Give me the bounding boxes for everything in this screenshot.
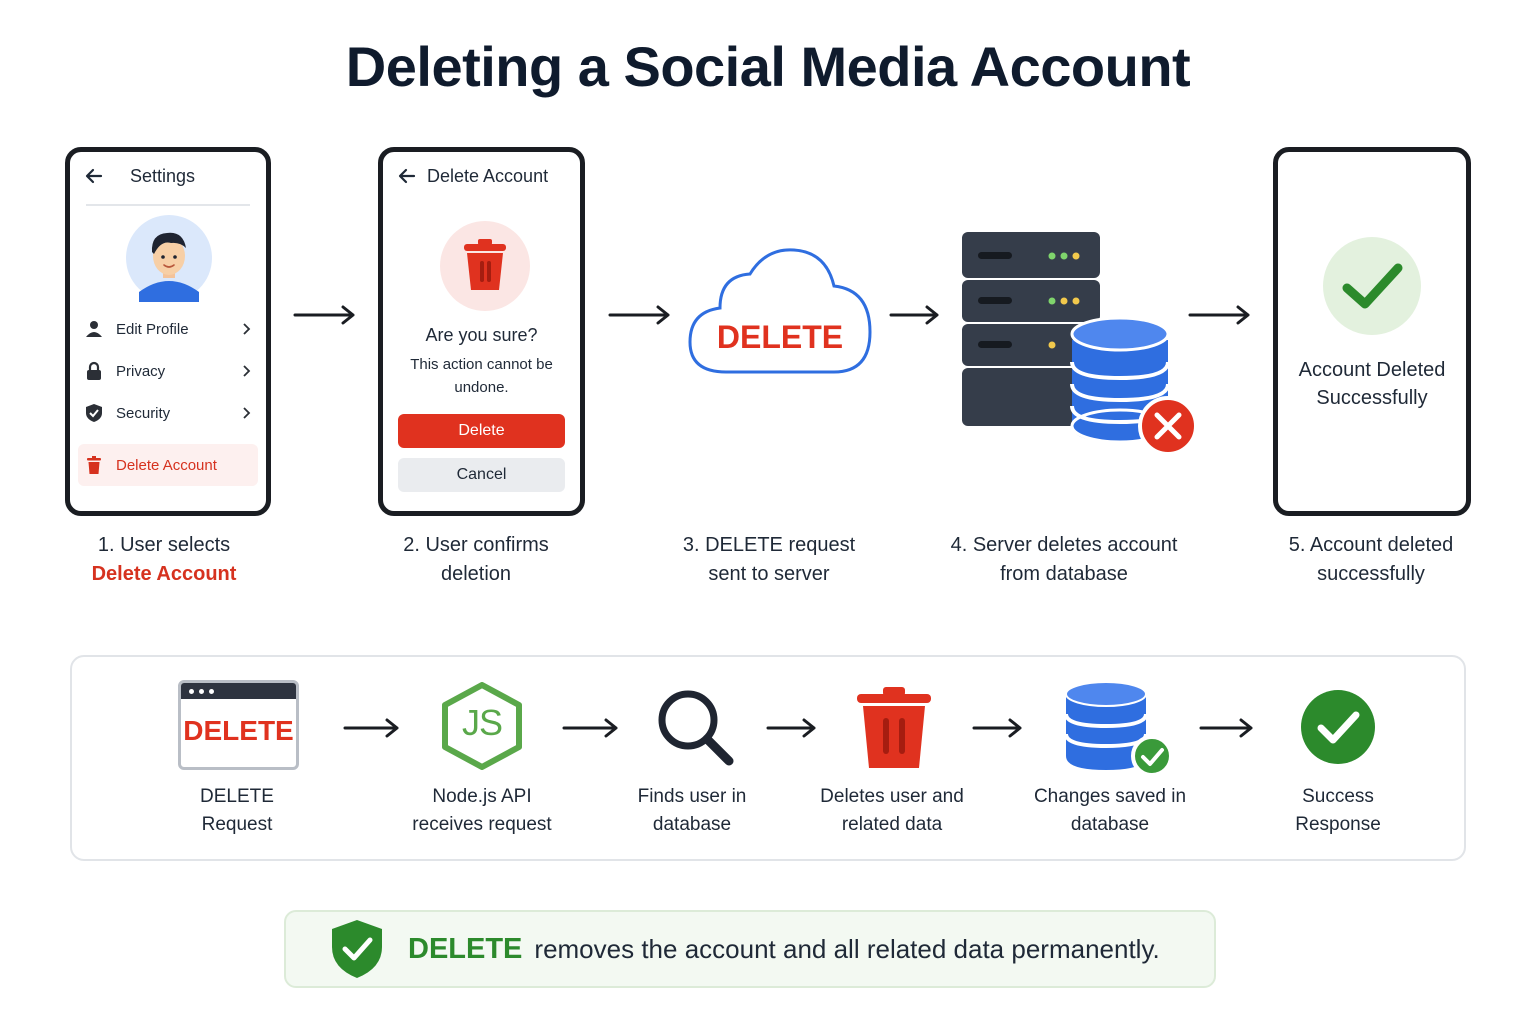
step-2-caption: 2. User confirms deletion (403, 534, 549, 585)
server-rack (962, 232, 1100, 426)
menu-item-label: Security (116, 404, 171, 422)
arrow-right-icon (972, 718, 1022, 738)
menu-item-edit-profile[interactable]: Edit Profile (84, 309, 252, 349)
header-divider (86, 204, 250, 206)
server-database-icon (962, 232, 1198, 456)
flow-caption-nodejs-api: Node.js API receives request (412, 786, 552, 835)
page-title: Deleting a Social Media Account (345, 35, 1191, 98)
database-check-icon (1064, 681, 1173, 776)
arrow-right-icon (562, 718, 618, 738)
back-arrow-icon[interactable] (84, 166, 104, 186)
step-4-caption: 4. Server deletes account from database (950, 534, 1178, 585)
arrow-right-icon (1188, 305, 1250, 325)
trash-icon (440, 221, 530, 311)
confirm-phone: Delete Account Are you sure? This action… (378, 147, 585, 516)
step-1-highlight: Delete Account (91, 563, 237, 585)
confirm-header: Delete Account (383, 152, 580, 200)
trash-icon (87, 456, 101, 474)
confirm-warning: This action cannot be undone. (410, 356, 553, 396)
browser-window-icon: DELETE (178, 680, 299, 770)
shield-check-icon (332, 920, 382, 978)
step-1-caption: 1. User selects Delete Account (48, 531, 280, 589)
settings-header: Settings (70, 152, 266, 200)
arrow-right-icon (766, 718, 816, 738)
menu-item-privacy[interactable]: Privacy (84, 351, 252, 391)
browser-titlebar (181, 683, 296, 699)
arrow-right-icon (1199, 718, 1253, 738)
user-avatar[interactable] (125, 214, 213, 302)
cloud-icon (688, 248, 872, 374)
step-1-text: 1. User selects (97, 534, 231, 556)
flow-caption-delete-request: DELETE Request (200, 786, 274, 835)
confirm-question: Are you sure? (425, 325, 538, 345)
chevron-right-icon (243, 323, 251, 335)
arrow-right-icon (293, 305, 355, 325)
arrow-right-icon (343, 718, 399, 738)
delete-button[interactable]: Delete (398, 414, 565, 448)
flow-caption-changes-saved: Changes saved in database (1033, 786, 1187, 835)
browser-delete-label: DELETE (183, 715, 294, 746)
cloud-delete-label: DELETE (716, 319, 844, 355)
arrow-right-icon (608, 305, 670, 325)
back-arrow-icon[interactable] (397, 166, 417, 186)
confirm-title: Delete Account (427, 165, 549, 186)
cancel-button[interactable]: Cancel (398, 458, 565, 492)
arrow-right-icon (889, 305, 939, 325)
error-x-icon (1138, 396, 1198, 456)
magnifier-icon (658, 690, 734, 766)
note-text: removes the account and all related data… (534, 933, 1160, 964)
flow-caption-success-response: Success Response (1295, 786, 1381, 835)
step-3-caption: 3. DELETE request sent to server (682, 534, 856, 585)
note-keyword: DELETE (408, 932, 523, 965)
settings-phone: Settings Edit Profile Privacy Security D… (65, 147, 271, 516)
flow-caption-finds-user: Finds user in database (637, 786, 747, 835)
request-flow-panel (70, 655, 1466, 861)
lock-icon (87, 361, 101, 380)
menu-item-security[interactable]: Security (84, 393, 252, 433)
nodejs-icon (442, 682, 522, 770)
menu-item-label: Edit Profile (116, 320, 189, 338)
success-phone: Account Deleted Successfully (1273, 147, 1471, 516)
flow-caption-deletes-user: Deletes user and related data (820, 786, 964, 835)
shield-icon (86, 404, 102, 422)
menu-item-label: Delete Account (116, 456, 217, 474)
chevron-right-icon (243, 365, 251, 377)
permanent-delete-note: DELETE removes the account and all relat… (284, 910, 1216, 988)
success-check-icon (1301, 690, 1375, 764)
trash-icon (857, 687, 931, 768)
success-check-icon (1323, 237, 1421, 335)
success-message: Account Deleted Successfully (1298, 359, 1446, 409)
settings-title: Settings (130, 165, 196, 186)
menu-item-label: Privacy (116, 362, 166, 380)
step-5-caption: 5. Account deleted successfully (1288, 534, 1454, 585)
chevron-right-icon (243, 407, 251, 419)
person-icon (86, 321, 102, 337)
nodejs-label: JS (461, 702, 503, 743)
menu-item-delete-account[interactable]: Delete Account (78, 444, 258, 486)
